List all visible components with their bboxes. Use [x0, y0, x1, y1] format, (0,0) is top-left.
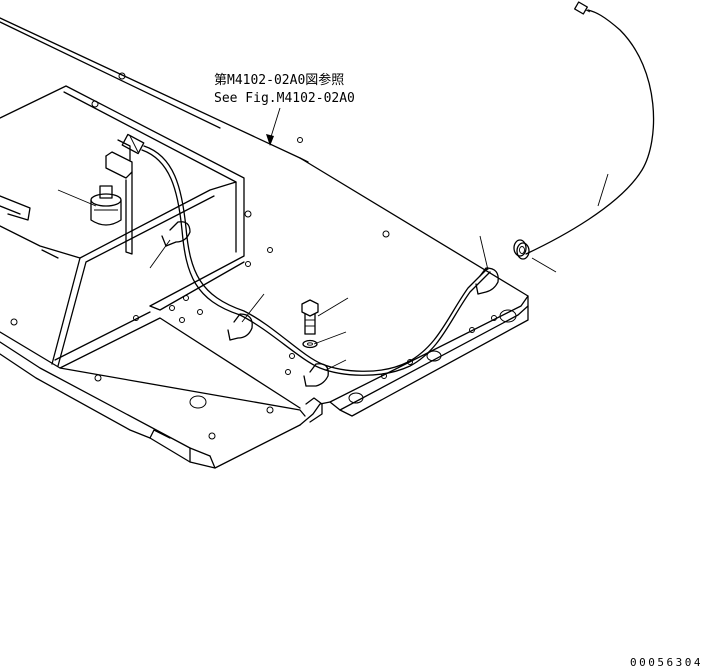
- housing-box: [0, 85, 245, 367]
- end-connector: [574, 1, 591, 15]
- bolt: [301, 299, 319, 335]
- drawing-code: 00056304: [630, 656, 703, 669]
- floor-plate: [0, 17, 529, 426]
- reference-label-jp: 第M4102-02A0図参照: [214, 72, 344, 88]
- clamp-3: [303, 363, 329, 387]
- clamp-2: [227, 313, 253, 341]
- clamp-4: [475, 267, 499, 295]
- harness-connector: [121, 133, 145, 155]
- lower-frame: [0, 311, 306, 469]
- leader-lines: [57, 173, 609, 371]
- mounting-holes: [10, 72, 517, 440]
- clamp-1: [161, 221, 191, 247]
- pressure-sensor: [90, 185, 122, 226]
- bracket: [105, 139, 133, 255]
- grommet: [513, 239, 530, 260]
- reference-label-en: See Fig.M4102-02A0: [214, 91, 355, 106]
- washer: [302, 339, 318, 349]
- reference-arrow: [266, 107, 281, 146]
- wiring-harness: [141, 9, 655, 376]
